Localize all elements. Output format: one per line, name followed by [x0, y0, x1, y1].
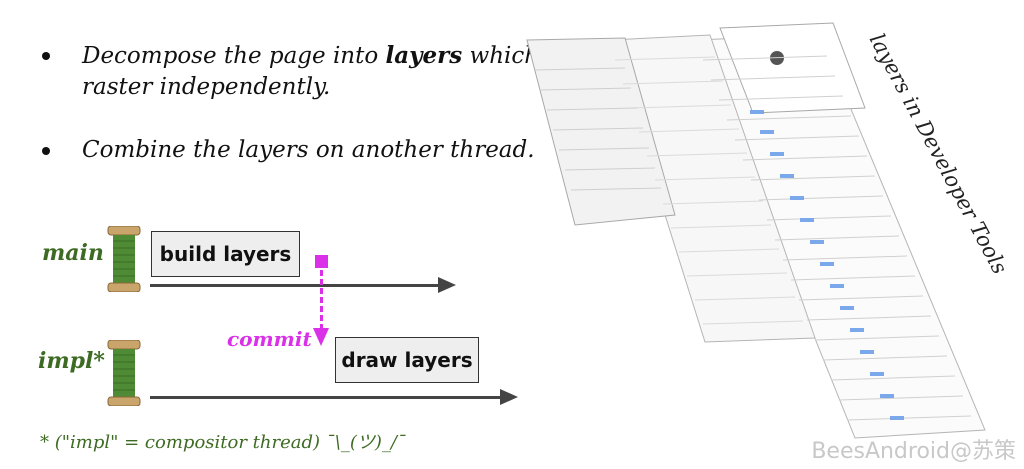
- impl-thread-arrow: [150, 396, 502, 399]
- layer-highlights: [750, 110, 904, 420]
- layer-panel-sidebar: [526, 37, 676, 226]
- bullet-text-rest: which raster independently.: [82, 43, 540, 100]
- layers-illustration: [526, 22, 986, 439]
- draw-layers-box: draw layers: [335, 337, 479, 383]
- commit-marker: [315, 255, 328, 268]
- spool-icon: [107, 226, 141, 292]
- main-thread-label: main: [42, 240, 104, 266]
- bullet-text: Decompose the page into: [82, 43, 386, 69]
- build-layers-box: build layers: [151, 231, 300, 277]
- layer-panel-account-popup: [719, 22, 866, 114]
- main-thread-arrow: [150, 284, 440, 287]
- impl-arrow-head: [500, 389, 518, 405]
- watermark: BeesAndroid@苏策: [811, 439, 1016, 464]
- commit-arrow-head: [313, 328, 329, 346]
- bullet-item-layers: Decompose the page into layers which ras…: [40, 40, 600, 103]
- middle-panel-rows: [614, 56, 804, 325]
- impl-thread-label: impl*: [38, 348, 105, 374]
- spool-icon: [107, 340, 141, 406]
- layer-list-rows: [702, 55, 972, 421]
- bullet-list: Decompose the page into layers which ras…: [40, 40, 600, 198]
- layer-panel-middle: [609, 34, 816, 343]
- bullet-item-combine: Combine the layers on another thread.: [40, 135, 600, 166]
- bullet-dot: [42, 147, 50, 155]
- commit-dashed-line: [320, 270, 323, 330]
- main-arrow-head: [438, 277, 456, 293]
- footnote: * ("impl" = compositor thread) ¯\_(ツ)_/¯: [40, 432, 406, 453]
- sidebar-panel-rows: [534, 67, 662, 191]
- bullet-dot: [42, 52, 50, 60]
- commit-label: commit: [227, 327, 312, 351]
- bullet-text: Combine the layers on another thread.: [82, 137, 535, 163]
- bullet-emphasis: layers: [385, 42, 463, 69]
